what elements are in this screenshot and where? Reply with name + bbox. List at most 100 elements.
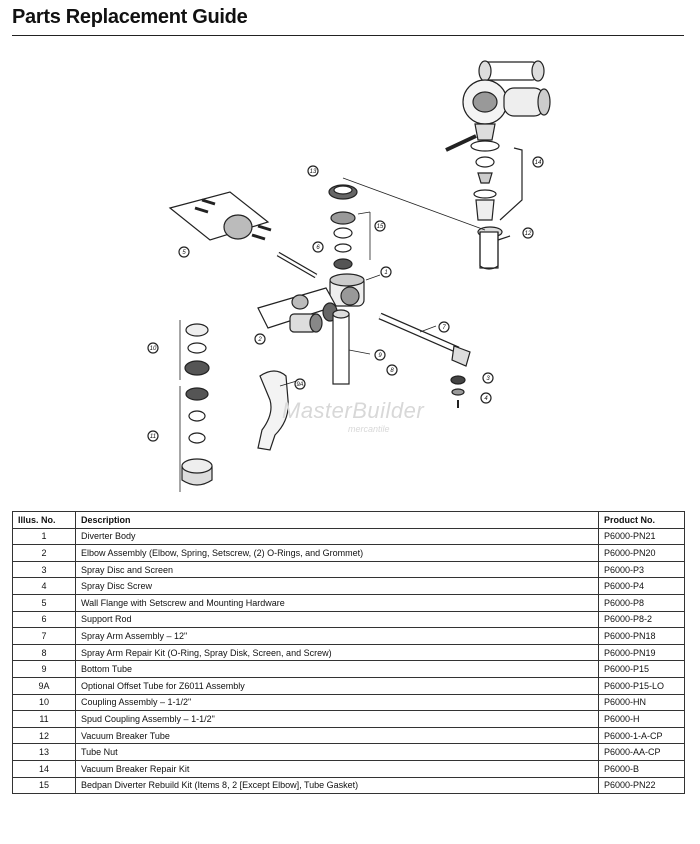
cell-description: Coupling Assembly – 1-1/2": [75, 693, 599, 712]
watermark-subtext: mercantile: [348, 424, 390, 434]
callout-numbers: 1 2 3 4 5 6 7 8 9 9A 10 11 12 13 14 15: [147, 156, 544, 442]
cell-product: P6000-P4: [598, 577, 685, 595]
callout-12: 12: [522, 227, 534, 239]
flush-valve-illustration: [445, 60, 551, 152]
callout-14: 14: [532, 156, 544, 168]
cell-product: P6000-1-A-CP: [598, 726, 685, 745]
cell-product: P6000-B: [598, 759, 685, 778]
wall-flange-illustration: [168, 191, 272, 241]
svg-text:15: 15: [377, 224, 384, 230]
elbow-assembly-illustration: [257, 287, 338, 333]
cell-illus: 14: [12, 759, 76, 778]
svg-text:10: 10: [150, 346, 157, 352]
cell-product: P6000-PN18: [598, 627, 685, 645]
spray-arm-illustration: [378, 312, 471, 367]
callout-13: 13: [307, 165, 319, 177]
cell-product: P6000-PN19: [598, 643, 685, 662]
cell-description: Diverter Body: [75, 527, 599, 546]
header-product-no: Product No.: [598, 511, 685, 529]
svg-text:2: 2: [257, 337, 262, 343]
cell-description: Spud Coupling Assembly – 1-1/2": [75, 710, 599, 728]
exploded-parts-diagram: 1 2 3 4 5 6 7 8 9 9A 10 11 12 13 14 15: [147, 60, 551, 492]
svg-text:8: 8: [390, 368, 394, 374]
tube-nut-stack: [328, 177, 486, 270]
callout-7: 7: [438, 321, 450, 333]
spray-disc-parts: [450, 375, 466, 408]
svg-text:12: 12: [525, 231, 532, 237]
cell-illus: 11: [12, 710, 76, 728]
svg-text:13: 13: [310, 169, 317, 175]
svg-text:4: 4: [484, 396, 488, 402]
cell-product: P6000-PN22: [598, 776, 685, 795]
cell-illus: 15: [12, 776, 76, 795]
cell-illus: 5: [12, 593, 76, 612]
cell-illus: 12: [12, 726, 76, 745]
cell-description: Vacuum Breaker Repair Kit: [75, 759, 599, 778]
header-illus-no: Illus. No.: [12, 511, 76, 529]
cell-illus: 7: [12, 627, 76, 645]
svg-text:1: 1: [384, 270, 387, 276]
cell-illus: 10: [12, 693, 76, 712]
cell-description: Spray Arm Repair Kit (O-Ring, Spray Disk…: [75, 643, 599, 662]
callout-5: 5: [178, 246, 190, 258]
header-description: Description: [75, 511, 599, 529]
cell-description: Support Rod: [75, 610, 599, 629]
callout-10: 10: [147, 342, 159, 354]
cell-illus: 9: [12, 660, 76, 678]
cell-illus: 4: [12, 577, 76, 595]
cell-illus: 13: [12, 743, 76, 761]
page-title: Parts Replacement Guide: [12, 6, 248, 28]
callout-11: 11: [147, 430, 159, 442]
cell-product: P6000-P15-LO: [598, 676, 685, 695]
cell-product: P6000-HN: [598, 693, 685, 712]
parts-table-header-row: Illus. No. Description Product No.: [12, 511, 685, 529]
svg-text:9: 9: [378, 353, 382, 359]
callout-4: 4: [480, 392, 492, 404]
callout-3: 3: [482, 372, 494, 384]
callout-9: 9: [374, 349, 386, 361]
cell-product: P6000-P15: [598, 660, 685, 678]
support-rod-illustration: [276, 251, 318, 279]
cell-product: P6000-P8: [598, 593, 685, 612]
cell-illus: 2: [12, 544, 76, 562]
cell-illus: 6: [12, 610, 76, 629]
svg-text:7: 7: [442, 325, 446, 331]
callout-6: 6: [312, 241, 324, 253]
cell-description: Optional Offset Tube for Z6011 Assembly: [75, 676, 599, 695]
cell-description: Spray Disc Screw: [75, 577, 599, 595]
cell-illus: 8: [12, 643, 76, 662]
cell-description: Tube Nut: [75, 743, 599, 761]
cell-description: Spray Disc and Screen: [75, 560, 599, 579]
cell-description: Wall Flange with Setscrew and Mounting H…: [75, 593, 599, 612]
callout-8: 8: [386, 364, 398, 376]
vacuum-breaker-tube: [477, 226, 511, 270]
cell-product: P6000-P3: [598, 560, 685, 579]
cell-description: Bedpan Diverter Rebuild Kit (Items 8, 2 …: [75, 776, 599, 795]
cell-description: Bottom Tube: [75, 660, 599, 678]
title-divider: [12, 35, 684, 36]
cell-illus: 9A: [12, 676, 76, 695]
cell-product: P6000-AA-CP: [598, 743, 685, 761]
callout-2: 2: [254, 333, 266, 345]
bottom-tube-illustration: [332, 309, 371, 385]
spud-coupling-stack: [179, 386, 213, 492]
svg-text:6: 6: [316, 245, 320, 251]
cell-product: P6000-P8-2: [598, 610, 685, 629]
cell-product: P6000-H: [598, 710, 685, 728]
cell-description: Vacuum Breaker Tube: [75, 726, 599, 745]
cell-product: P6000-PN20: [598, 544, 685, 562]
